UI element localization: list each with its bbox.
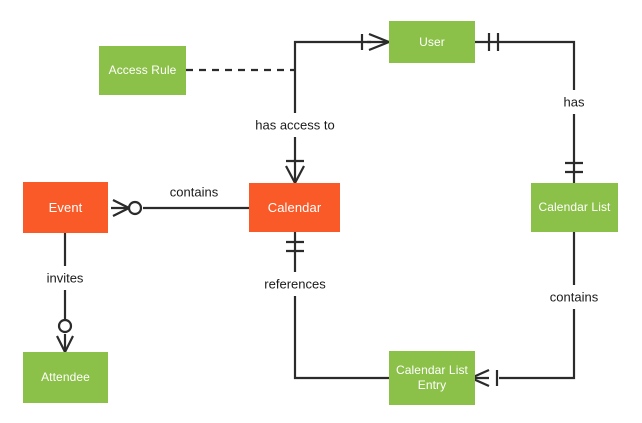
entity-access-rule-label: Access Rule <box>108 63 177 77</box>
relationship-label-has-access-to: has access to <box>252 117 338 133</box>
cardinality-user-many <box>360 32 390 52</box>
entity-user[interactable]: User <box>389 21 475 63</box>
entity-calendar[interactable]: Calendar <box>249 183 340 232</box>
entity-user-label: User <box>419 34 445 49</box>
cardinality-calendar-list-one-and-only-one <box>565 161 583 174</box>
entity-calendar-list-label: Calendar List <box>538 200 611 214</box>
entity-calendar-list[interactable]: Calendar List <box>531 183 618 232</box>
cardinality-event-zero-or-many <box>111 199 143 217</box>
cardinality-attendee-zero-or-many <box>56 318 74 353</box>
entity-attendee[interactable]: Attendee <box>23 352 108 403</box>
connector-user-to-calendar <box>293 40 371 113</box>
entity-calendar-list-entry[interactable]: Calendar List Entry <box>389 351 475 405</box>
relationship-label-has: has <box>560 94 588 110</box>
connector-contains-to-entry <box>499 309 576 380</box>
entity-attendee-label: Attendee <box>41 370 90 384</box>
entity-event-label: Event <box>48 200 83 215</box>
cardinality-calendar-access-many <box>285 159 305 184</box>
relationship-label-invites: invites <box>43 270 87 286</box>
relationship-label-contains-event: contains <box>166 184 222 200</box>
entity-access-rule[interactable]: Access Rule <box>99 46 186 95</box>
connector-user-to-calendar-list <box>475 40 576 90</box>
entity-event[interactable]: Event <box>23 182 108 233</box>
relationship-label-references: references <box>261 276 329 292</box>
connector-references-to-entry <box>293 296 389 380</box>
entity-calendar-list-entry-label: Calendar List Entry <box>395 363 468 392</box>
entity-calendar-label: Calendar <box>267 200 322 215</box>
relationship-label-contains-list: contains <box>546 289 602 305</box>
